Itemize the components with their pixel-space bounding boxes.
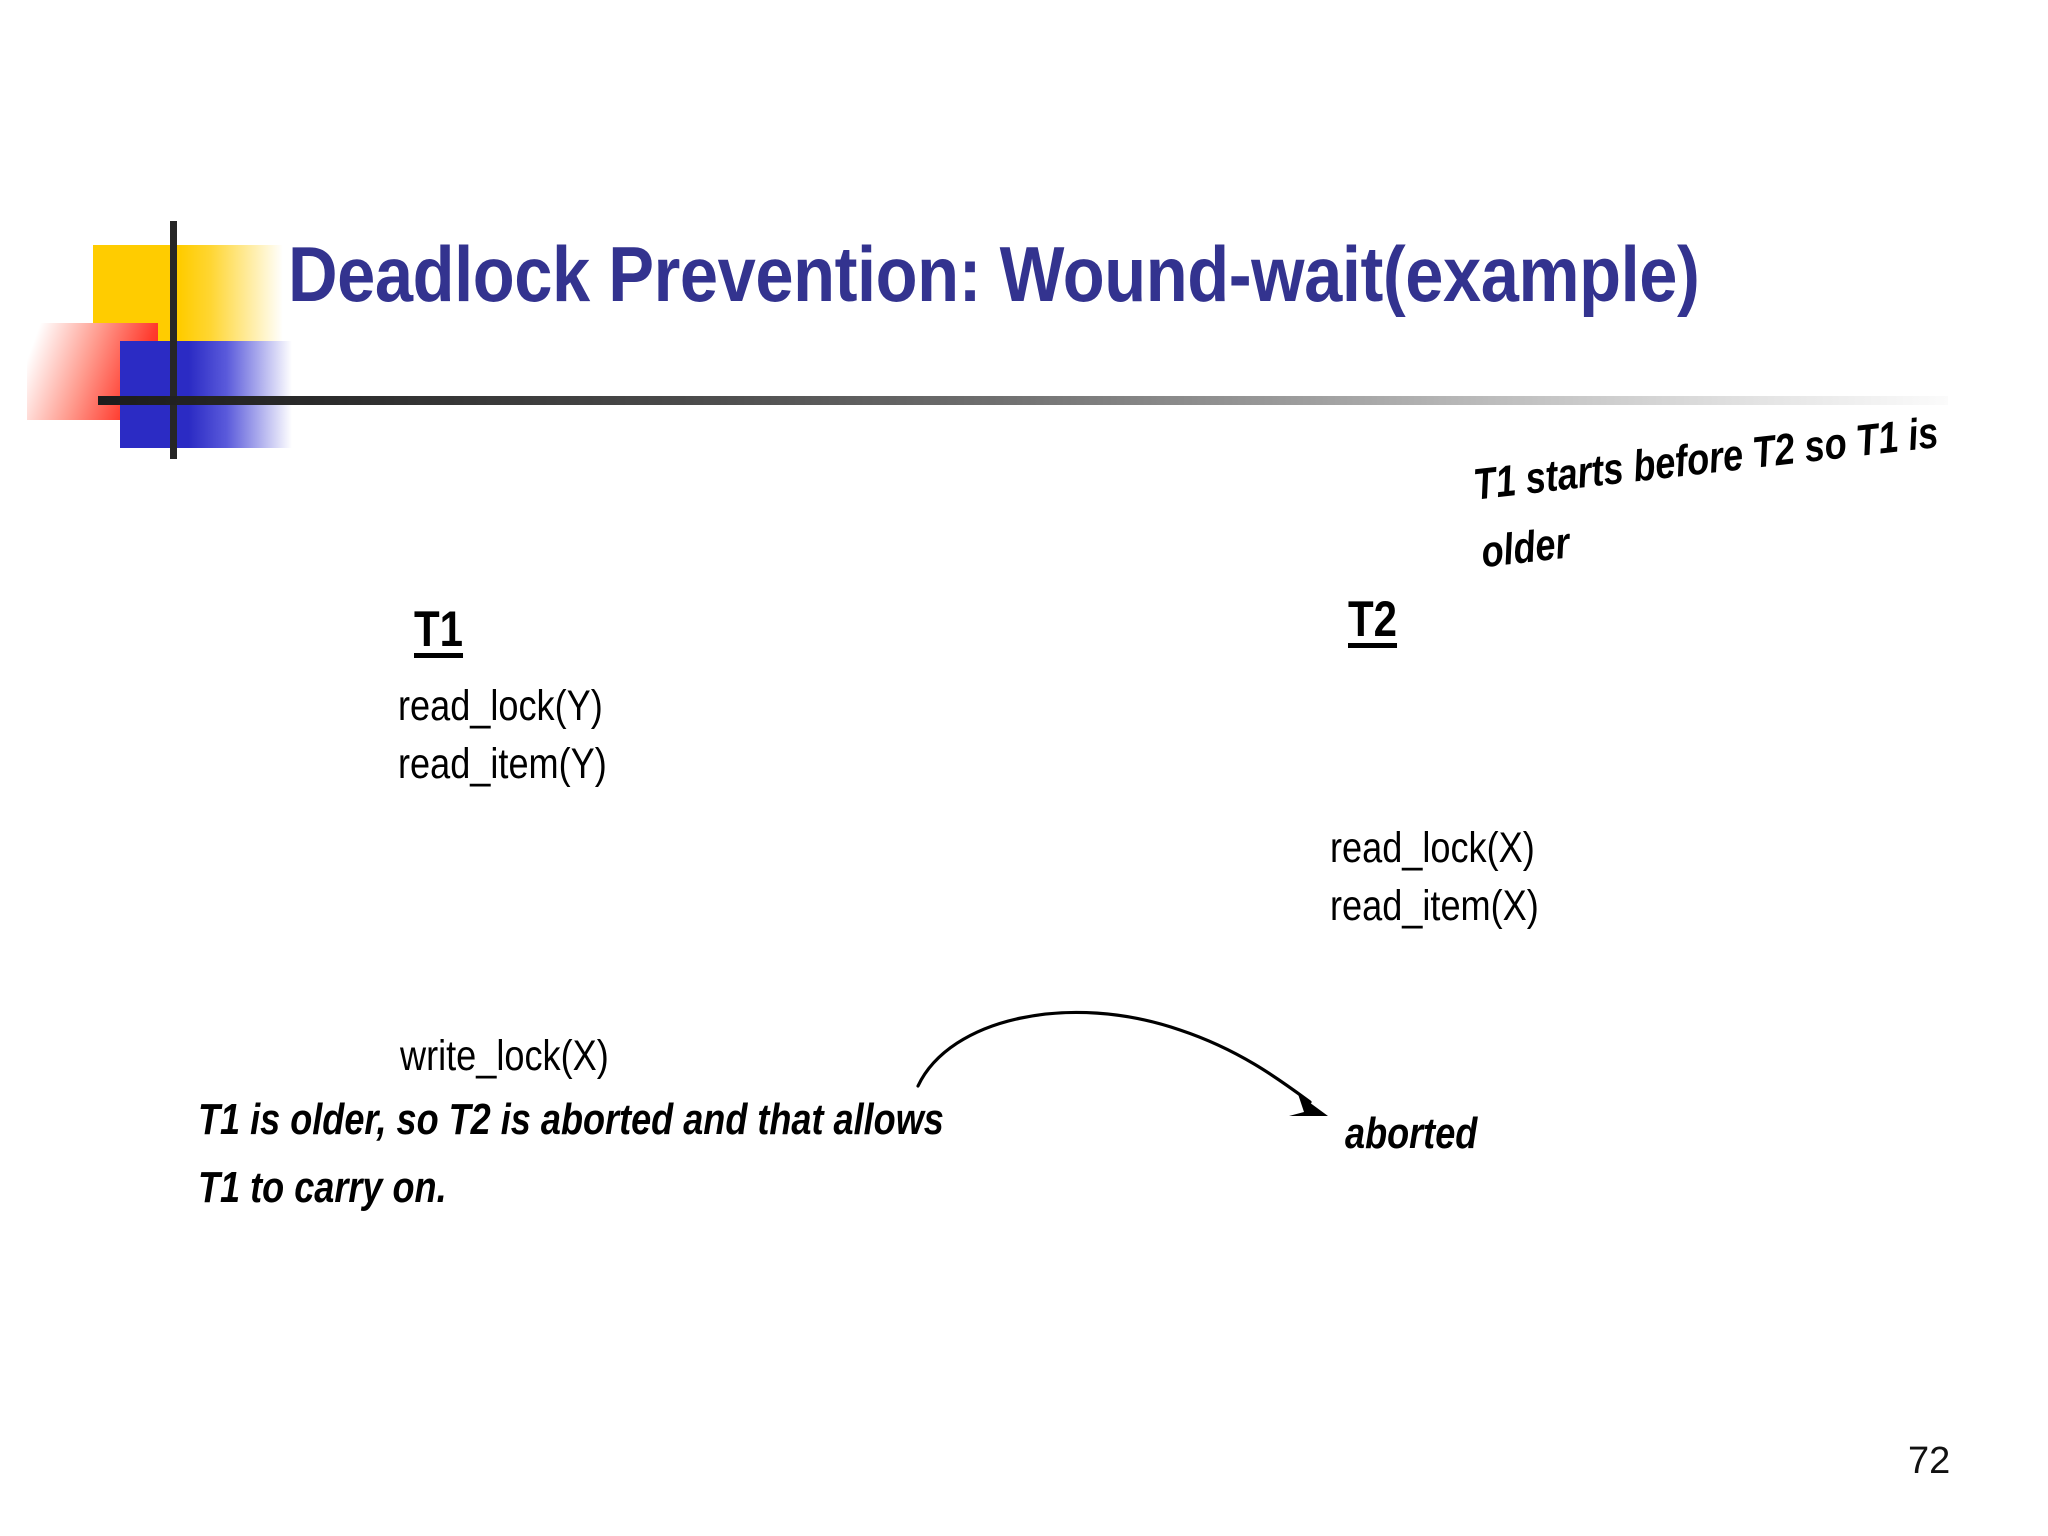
curved-arrow xyxy=(916,1010,1328,1116)
t2-status-aborted: aborted xyxy=(1345,1109,1478,1158)
t1-step-write-lock: write_lock(X) xyxy=(400,1032,609,1080)
annotation-explanation: T1 is older, so T2 is aborted and that a… xyxy=(198,1086,944,1222)
decoration-blue-block xyxy=(120,341,292,448)
column-header-t2: T2 xyxy=(1348,591,1398,647)
column-header-t1: T1 xyxy=(414,601,464,657)
t2-steps: read_lock(X)read_item(X) xyxy=(1330,824,1539,930)
annotation-explanation-line1: T1 is older, so T2 is aborted and that a… xyxy=(198,1095,944,1144)
annotation-explanation-line2: T1 to carry on. xyxy=(198,1163,447,1213)
annotation-older-note: T1 starts before T2 so T1 is older xyxy=(1470,399,1950,587)
decoration-horizontal-rule xyxy=(98,396,1948,405)
page-title: Deadlock Prevention: Wound-wait(example) xyxy=(288,230,1700,318)
page-number: 72 xyxy=(1908,1440,1951,1482)
decoration-vertical-rule xyxy=(170,221,177,459)
t1-steps-top: read_lock(Y)read_item(Y) xyxy=(398,682,607,788)
